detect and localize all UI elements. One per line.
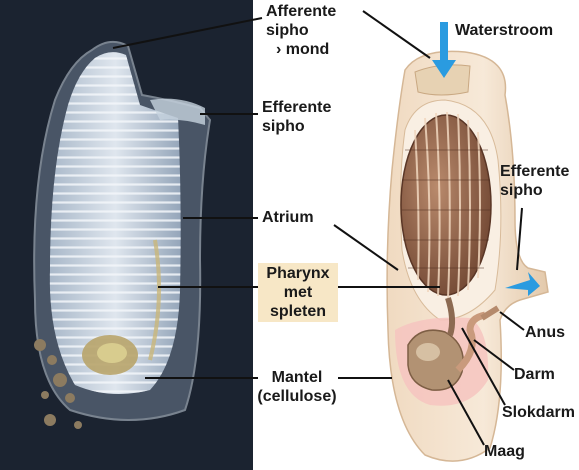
slokdarm-text: Slokdarm: [502, 404, 575, 421]
leader-afferent: [113, 18, 262, 48]
pharynx-line2: met: [261, 283, 335, 302]
label-maag: Maag: [484, 443, 525, 460]
pharynx-line3: spleten: [261, 302, 335, 321]
label-waterstroom: Waterstroom: [455, 22, 553, 39]
anus-text: Anus: [525, 324, 565, 341]
efferent-right-line2: sipho: [500, 181, 569, 200]
darm-text: Darm: [514, 366, 555, 383]
efferent-right-line1: Efferente: [500, 162, 569, 181]
label-anus: Anus: [525, 324, 565, 341]
mantel-line1: Mantel: [256, 368, 338, 387]
efferent-left-line1: Efferente: [262, 98, 331, 117]
label-afferent-sipho: Afferente sipho › mond: [266, 2, 336, 59]
leader-waterstroom: [363, 11, 430, 58]
pharynx-line1: Pharynx: [261, 264, 335, 283]
maag-text: Maag: [484, 443, 525, 460]
label-mantel: Mantel (cellulose): [256, 368, 338, 406]
waterstroom-text: Waterstroom: [455, 22, 553, 39]
diagram-stomach: [408, 330, 463, 390]
label-pharynx-met-spleten: Pharynx met spleten: [258, 263, 338, 322]
label-atrium: Atrium: [262, 209, 314, 226]
label-efferent-sipho-left: Efferente sipho: [262, 98, 331, 136]
label-slokdarm: Slokdarm: [502, 404, 575, 421]
afferent-line1: Afferente: [266, 2, 336, 21]
afferent-line2: sipho: [266, 21, 336, 40]
efferent-left-line2: sipho: [262, 117, 331, 136]
atrium-text: Atrium: [262, 209, 314, 226]
label-efferent-sipho-right: Efferente sipho: [500, 162, 569, 200]
afferent-line3: › mond: [266, 40, 336, 59]
mantel-line2: (cellulose): [256, 387, 338, 406]
leader-anus: [500, 312, 524, 330]
label-darm: Darm: [514, 366, 555, 383]
